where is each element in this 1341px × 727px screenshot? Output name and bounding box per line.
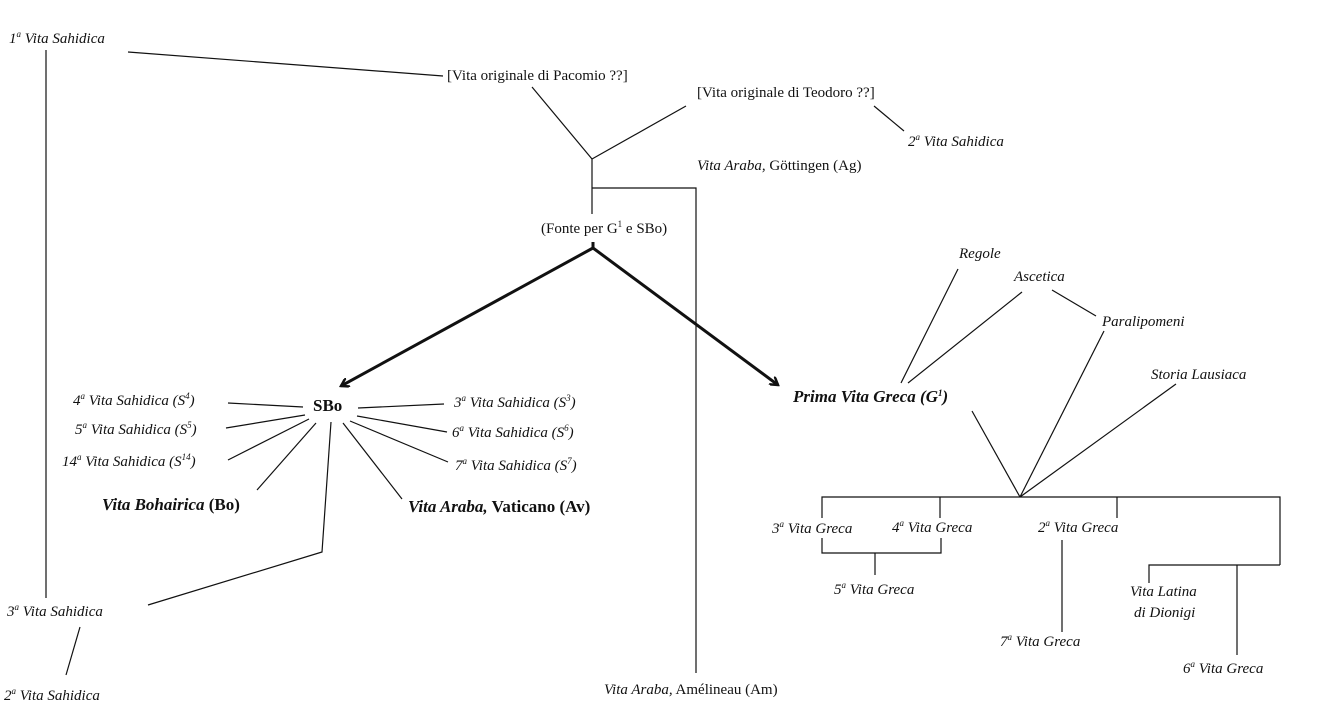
- node-vita-latina-line1: Vita Latina: [1130, 584, 1197, 600]
- edge-sbo-vs14: [227, 418, 310, 461]
- node-3a-vita-sahidica-bottom: 3a Vita Sahidica: [7, 602, 103, 621]
- node-7a-vita-sahidica: 7a Vita Sahidica (S7): [455, 456, 577, 475]
- edge-storia-node: [1019, 383, 1177, 498]
- node-regole: Regole: [959, 246, 1001, 262]
- edge-vs3-vs2bottom: [65, 626, 81, 676]
- node-vita-araba-gottingen: Vita Araba, Göttingen (Ag): [697, 158, 862, 174]
- edge-sbo-vs3r: [357, 403, 445, 409]
- node-2a-vita-sahidica-bottom: 2a Vita Sahidica: [4, 686, 100, 705]
- node-4a-vita-greca: 4a Vita Greca: [892, 518, 973, 537]
- node-sbo: SBo: [313, 396, 343, 415]
- node-paralipomeni: Paralipomeni: [1102, 314, 1185, 330]
- node-2a-vita-greca: 2a Vita Greca: [1038, 518, 1119, 537]
- edge-vg3-vg4-join: [821, 538, 942, 554]
- node-4a-vita-sahidica: 4a Vita Sahidica (S4): [73, 391, 195, 410]
- node-6a-vita-greca: 6a Vita Greca: [1183, 659, 1264, 678]
- bracket-greek: [821, 496, 1281, 565]
- arrow-fonte-sbo: [341, 246, 594, 386]
- node-fonte: (Fonte per G1 e SBo): [541, 219, 668, 238]
- node-7a-vita-greca: 7a Vita Greca: [1000, 632, 1081, 651]
- arrow-fonte-g1: [592, 246, 778, 385]
- node-2a-vita-sahidica-top: 2a Vita Sahidica: [908, 132, 1004, 151]
- node-vita-originale-teodoro: [Vita originale di Teodoro ??]: [697, 85, 875, 101]
- node-vita-araba-amelineau: Vita Araba, Amélineau (Am): [604, 682, 778, 698]
- node-ascetica: Ascetica: [1014, 269, 1065, 285]
- node-6a-vita-sahidica: 6a Vita Sahidica (S6): [452, 423, 574, 442]
- node-vita-latina-line2: di Dionigi: [1134, 605, 1196, 621]
- edge-sbo-av: [342, 422, 403, 500]
- edge-sbo-vs4: [227, 402, 304, 408]
- node-3a-vita-greca: 3a Vita Greca: [772, 519, 853, 538]
- node-5a-vita-sahidica: 5a Vita Sahidica (S5): [75, 420, 197, 439]
- edge-g1-node: [971, 410, 1021, 498]
- edge-pacomio-junction: [531, 86, 593, 160]
- node-3a-vita-sahidica-s3: 3a Vita Sahidica (S3): [454, 393, 576, 412]
- node-5a-vita-greca: 5a Vita Greca: [834, 580, 915, 599]
- node-prima-vita-greca: Prima Vita Greca (G1): [793, 387, 949, 406]
- node-vita-araba-vaticano: Vita Araba, Vaticano (Av): [408, 497, 591, 516]
- edge-sbo-vs5: [225, 414, 306, 429]
- node-vita-bohairica: Vita Bohairica (Bo): [102, 495, 240, 514]
- edge-sbo-vs7: [349, 420, 449, 463]
- edge-ascetica-paralipomeni: [1051, 289, 1097, 317]
- node-storia-lausiaca: Storia Lausiaca: [1151, 367, 1247, 383]
- edge-sbo-vs6: [356, 415, 448, 433]
- edge-ascetica-g1: [907, 291, 1023, 384]
- edge-teodoro-vs2top: [873, 105, 905, 132]
- edge-junction-am: [592, 187, 697, 673]
- edge-sbo-vs3bottom: [147, 421, 332, 606]
- edge-vs1-pacomio: [127, 51, 444, 77]
- edge-teodoro-junction: [591, 105, 687, 160]
- edge-sbo-bo: [256, 422, 317, 491]
- edge-regole-g1: [900, 268, 959, 384]
- node-14a-vita-sahidica: 14a Vita Sahidica (S14): [62, 452, 196, 471]
- node-1a-vita-sahidica: 1a Vita Sahidica: [9, 29, 105, 48]
- edge-paralipomeni-node: [1019, 330, 1105, 498]
- node-vita-originale-pacomio: [Vita originale di Pacomio ??]: [447, 68, 628, 84]
- edge-bracket-latina: [1148, 564, 1280, 583]
